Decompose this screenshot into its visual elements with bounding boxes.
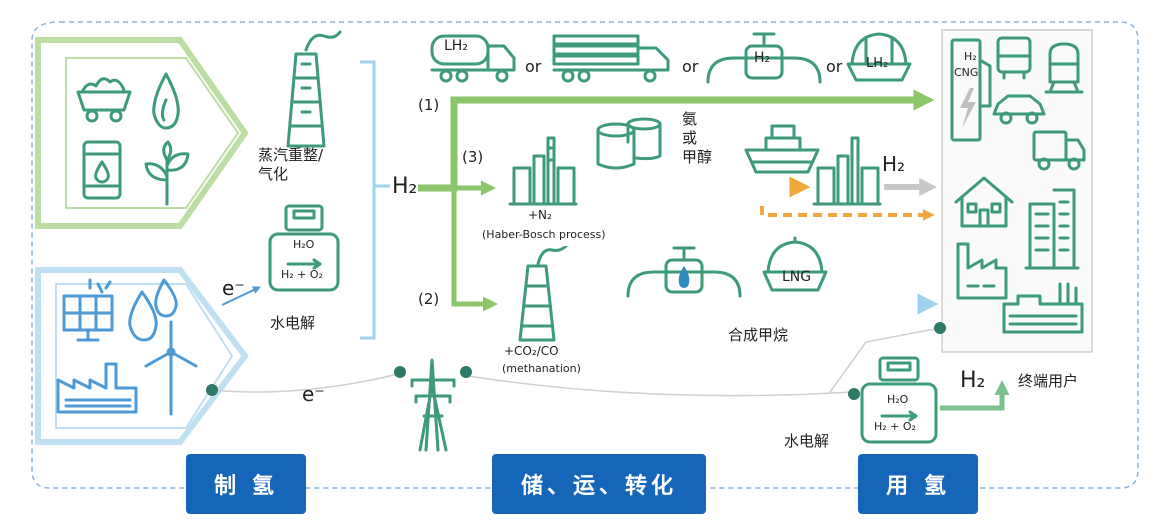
local-h2o-label: H₂O xyxy=(887,393,909,406)
route-2-label: (2) xyxy=(418,290,440,308)
lh2-ship-icon xyxy=(846,32,912,82)
synthetic-methane-label: 合成甲烷 xyxy=(728,326,789,344)
electrolyzer-h2o: H₂O xyxy=(293,238,315,251)
electrolysis-label: 水电解 xyxy=(270,314,316,332)
haber-bosch-line1: +N₂ xyxy=(528,208,552,222)
storage-tanks-icon xyxy=(596,117,662,170)
electron-input-label: e⁻ xyxy=(222,276,245,300)
fuel-station-icon xyxy=(950,38,992,142)
reforming-label: 蒸汽重整/ 气化 xyxy=(258,146,324,183)
large-factory-icon xyxy=(1002,282,1084,334)
production-blue-chevron xyxy=(35,267,249,445)
methanation-tower-icon xyxy=(518,246,568,342)
biomass-plant-icon xyxy=(144,140,190,206)
grid-electron-label: e⁻ xyxy=(302,382,325,406)
h2-pipeline-icon xyxy=(706,32,822,84)
station-line1: H₂ xyxy=(964,50,977,63)
electrolyzer-icon xyxy=(268,204,340,292)
route-1-label: (1) xyxy=(418,96,440,114)
stage-utilization-button[interactable]: 用 氢 xyxy=(858,454,978,514)
power-pylon-icon xyxy=(410,358,456,452)
local-products-label: H₂ + O₂ xyxy=(874,420,916,433)
stage-production-button[interactable]: 制 氢 xyxy=(186,454,306,514)
lng-ship-icon xyxy=(762,236,828,292)
pipe-h2-label: H₂ xyxy=(754,50,771,66)
tanker-ship-icon xyxy=(744,124,820,174)
haber-bosch-line2: (Haber-Bosch process) xyxy=(482,228,606,241)
ammonia-plant-icon xyxy=(508,136,578,206)
production-green-chevron xyxy=(35,37,249,229)
house-icon xyxy=(954,176,1014,228)
or-label-1: or xyxy=(525,57,542,76)
route-3-label: (3) xyxy=(462,148,484,166)
car-icon xyxy=(992,94,1046,125)
gas-flame-icon xyxy=(152,72,180,130)
production-bracket xyxy=(360,60,390,340)
factory-icon xyxy=(56,362,138,414)
end-user-label: 终端用户 xyxy=(1018,372,1079,390)
or-label-2: or xyxy=(682,57,699,76)
oil-barrel-icon xyxy=(82,140,122,200)
lng-label: LNG xyxy=(782,269,812,285)
wind-turbine-icon xyxy=(144,320,198,416)
outer-dashed-frame xyxy=(31,21,1139,489)
h2-output-label: H₂ xyxy=(392,174,418,199)
water-drops-icon xyxy=(128,278,178,342)
lh2-truck-icon xyxy=(430,34,516,83)
delivery-truck-icon xyxy=(1032,130,1086,171)
cracking-plant-icon xyxy=(812,136,882,206)
gas-pipeline-icon xyxy=(626,246,742,298)
ammonia-methanol-label: 氨 或 甲醇 xyxy=(682,110,713,166)
h2-after-crack-label: H₂ xyxy=(882,152,906,176)
electrolyzer-products: H₂ + O₂ xyxy=(281,268,323,281)
solar-panel-icon xyxy=(62,278,114,342)
or-label-3: or xyxy=(826,57,843,76)
local-electrolysis-label: 水电解 xyxy=(784,432,830,450)
station-line2: CNG xyxy=(954,66,979,79)
train-icon xyxy=(1044,42,1084,94)
local-h2-label: H₂ xyxy=(960,368,986,393)
industrial-plant-icon xyxy=(956,242,1008,300)
stage-storage-transport-button[interactable]: 储、运、转化 xyxy=(492,454,706,514)
bus-icon xyxy=(996,36,1032,80)
local-electrolyzer-icon xyxy=(860,356,938,444)
office-building-icon xyxy=(1024,188,1080,270)
methanation-line1: +CO₂/CO xyxy=(504,344,559,358)
reformer-tower-icon xyxy=(286,30,342,148)
tube-trailer-icon xyxy=(552,34,670,83)
ship-lh2-label: LH₂ xyxy=(866,56,889,71)
coal-cart-icon xyxy=(76,77,132,123)
lh2-truck-label: LH₂ xyxy=(444,38,468,54)
methanation-line2: (methanation) xyxy=(502,362,581,375)
